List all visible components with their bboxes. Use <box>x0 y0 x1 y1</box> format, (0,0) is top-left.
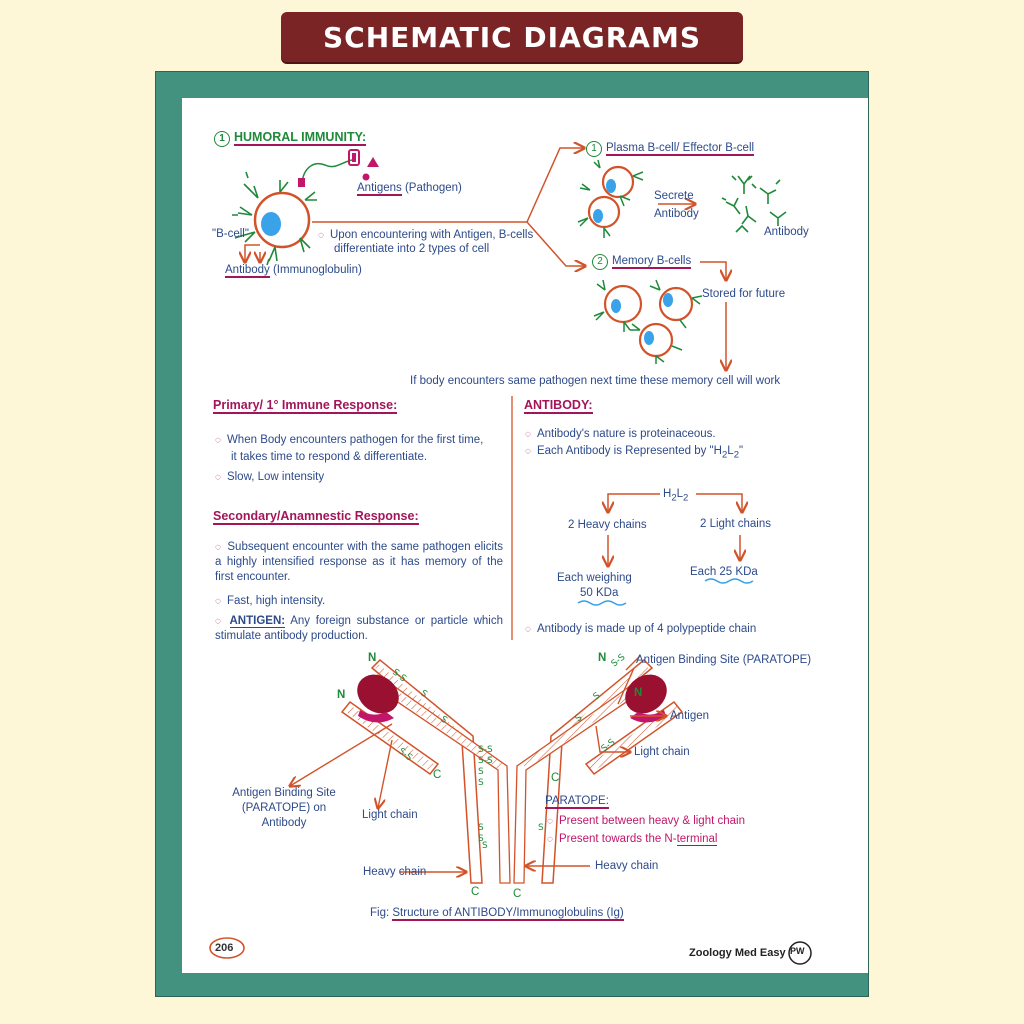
antibody-bullet-3: Antibody is made up of 4 polypeptide cha… <box>525 622 756 637</box>
svg-text:S-S: S-S <box>610 652 628 669</box>
c-label-left: C <box>433 769 442 781</box>
primary-heading: Primary/ 1° Immune Response: <box>213 398 398 414</box>
primary-bullet-1-cont: it takes time to respond & differentiate… <box>231 451 428 463</box>
svg-text:S: S <box>592 691 603 703</box>
figure-caption: Fig: Structure of ANTIBODY/Immunoglobuli… <box>370 907 624 921</box>
antibody-heading: ANTIBODY: <box>524 398 593 414</box>
b-cell-icon <box>232 171 317 266</box>
secondary-heading: Secondary/Anamnestic Response: <box>213 509 419 525</box>
primary-bullet-2: Slow, Low intensity <box>215 470 324 485</box>
each25-label: Each 25 KDa <box>690 566 758 578</box>
stored-label: Stored for future <box>702 288 786 300</box>
paratope-bullet-1: Present between heavy & light chain <box>547 814 745 829</box>
light-chain-left-label: Light chain <box>362 809 418 821</box>
primary-bullet-1: When Body encounters pathogen for the fi… <box>215 433 483 448</box>
n-label-left-top: N <box>368 652 377 664</box>
antibody-right-label: Antibody <box>764 226 809 238</box>
brand-label: Zoology Med Easy <box>689 947 786 959</box>
svg-text:S: S <box>574 713 585 725</box>
antibody-structure-icon <box>340 658 684 884</box>
page-banner: SCHEMATIC DIAGRAMS <box>281 12 743 62</box>
each-weighing-label: Each weighing <box>557 572 632 584</box>
svg-text:S: S <box>478 767 484 777</box>
n-label-left: N <box>337 689 346 701</box>
page-number: 206 <box>215 942 234 954</box>
svg-text:S: S <box>478 834 484 844</box>
plasma-cell-icon <box>577 159 644 238</box>
c-label-stem-right: C <box>513 888 522 900</box>
n-label-right-top: N <box>598 652 607 664</box>
paratope-right-label: Antigen Binding Site (PARATOPE) <box>636 654 812 666</box>
svg-text:S-S: S-S <box>478 745 493 755</box>
paratope-heading: PARATOPE: <box>545 795 609 809</box>
antibody-immunoglobulin-label: Antibody (Immunoglobulin) <box>225 264 362 278</box>
svg-text:S-S: S-S <box>478 756 493 766</box>
c-label-stem-left: C <box>471 886 480 898</box>
encounter-line-1: Upon encountering with Antigen, B-cells <box>318 228 533 243</box>
svg-text:S: S <box>418 688 429 700</box>
antigen-binding-icon <box>298 149 379 187</box>
antibody-bullet-1: Antibody's nature is proteinaceous. <box>525 427 716 442</box>
svg-text:S: S <box>478 778 484 788</box>
secrete-antibody-label: Antibody <box>654 208 699 220</box>
svg-text:S: S <box>478 823 484 833</box>
b-cell-label: "B-cell" <box>212 228 249 240</box>
antibody-cluster-icon <box>721 175 787 233</box>
kda50-label: 50 KDa <box>580 587 619 599</box>
heavy-chain-left-label: Heavy chain <box>363 866 427 878</box>
pw-logo-icon: PW <box>790 946 805 956</box>
heavy-chain-right-label: Heavy chain <box>595 860 659 872</box>
banner-title: SCHEMATIC DIAGRAMS <box>322 20 702 54</box>
paratope-bullet-2: Present towards the N-terminal <box>547 832 718 847</box>
antibody-bullet-2: Each Antibody is Represented by "H2L2" <box>525 444 743 462</box>
svg-text:S: S <box>438 714 449 726</box>
memory-cell-icon <box>593 279 703 364</box>
antigen-definition: ANTIGEN: Any foreign substance or partic… <box>215 614 503 644</box>
svg-text:S: S <box>538 823 544 833</box>
c-label-right: C <box>551 772 560 784</box>
next-time-label: If body encounters same pathogen next ti… <box>410 375 781 387</box>
antigen-figure-label: Antigen <box>670 710 710 722</box>
h2l2-root: H2L2 <box>663 488 689 504</box>
secrete-label: Secrete <box>654 190 694 202</box>
secondary-bullet-2: Fast, high intensity. <box>215 594 325 609</box>
antigens-label: Antigens (Pathogen) <box>357 182 462 196</box>
n-label-right: N <box>634 687 643 699</box>
light-chain-right-label: Light chain <box>634 746 690 758</box>
heavy-chains-label: 2 Heavy chains <box>568 519 647 531</box>
secondary-bullet-1: Subsequent encounter with the same patho… <box>215 540 503 585</box>
encounter-line-2: differentiate into 2 types of cell <box>334 243 490 255</box>
svg-text:S: S <box>482 841 488 851</box>
light-chains-label: 2 Light chains <box>700 518 771 530</box>
